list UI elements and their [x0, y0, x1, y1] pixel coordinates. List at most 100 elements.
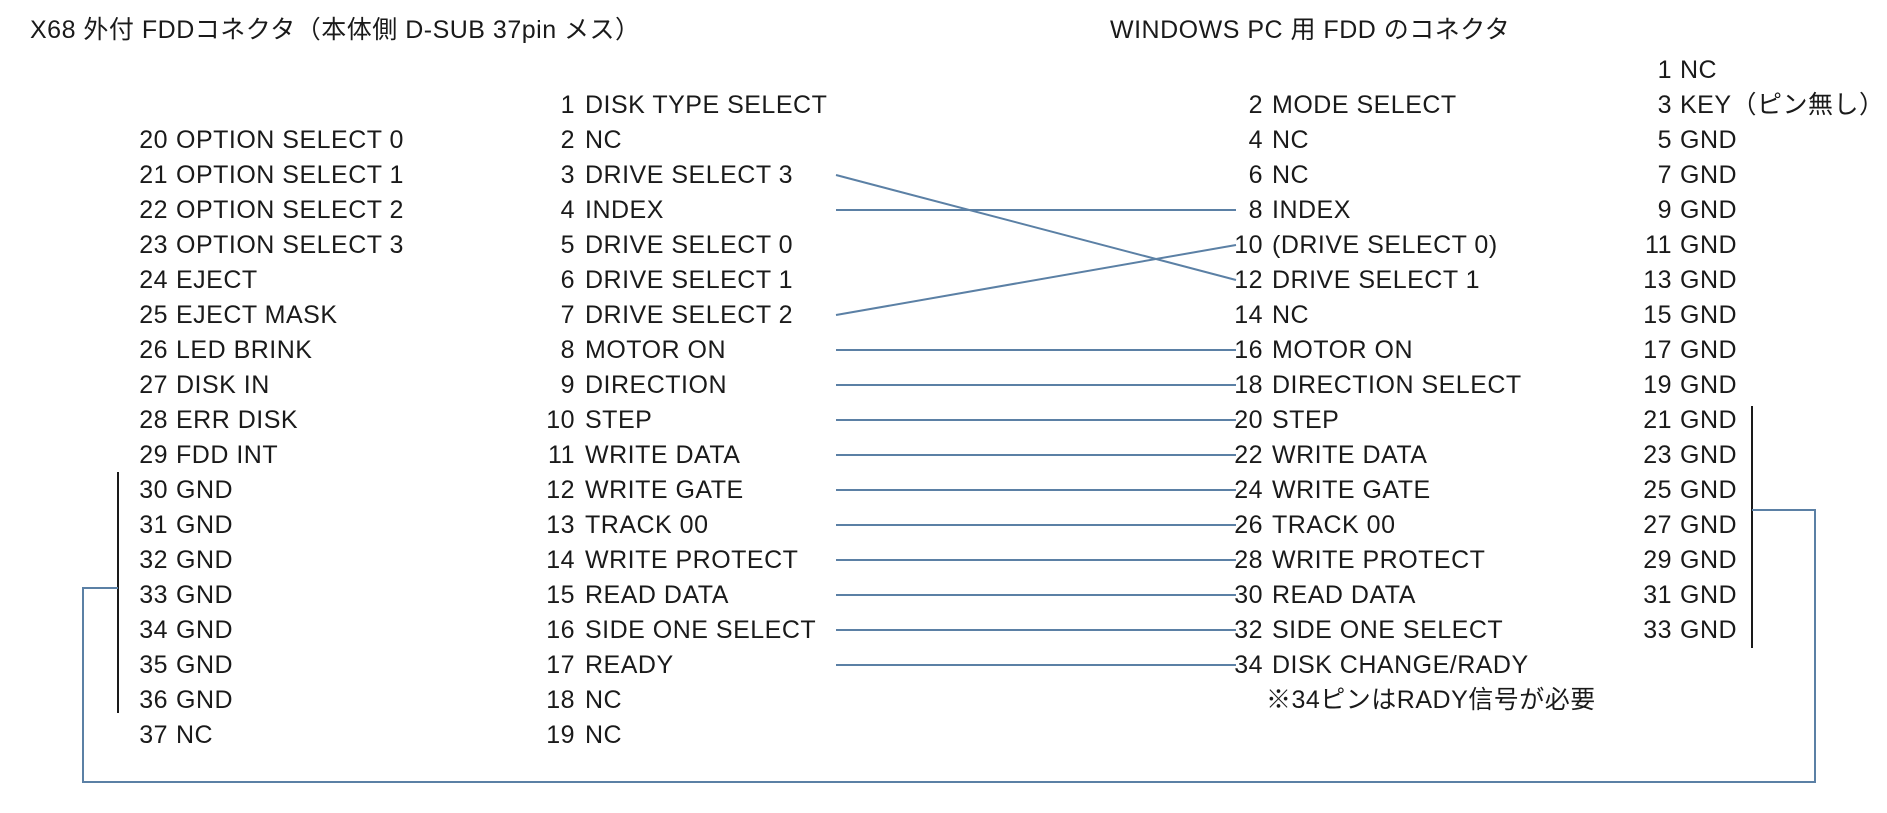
pin-number: 8: [1248, 196, 1263, 224]
pin-label: (DRIVE SELECT 0): [1272, 231, 1498, 259]
pin-number: 35: [139, 651, 168, 679]
pin-label: MOTOR ON: [1272, 336, 1414, 364]
pin-label: GND: [1680, 441, 1738, 469]
pin-row: 30 GND: [132, 473, 233, 507]
pin-number: 12: [546, 476, 575, 504]
pin-label: GND: [1680, 581, 1738, 609]
pin-row: 6 DRIVE SELECT 1: [535, 263, 793, 297]
pin-number: 1: [1657, 56, 1672, 84]
pin-number: 13: [546, 511, 575, 539]
pin-number: 33: [1643, 616, 1672, 644]
pin-label: GND: [1680, 301, 1738, 329]
pin-number: 31: [1643, 581, 1672, 609]
pin-label: DRIVE SELECT 0: [585, 231, 794, 259]
pin-number: 13: [1643, 266, 1672, 294]
pin-label: GND: [176, 581, 234, 609]
pin-label: NC: [585, 686, 623, 714]
pin-label: DRIVE SELECT 1: [1272, 266, 1481, 294]
pin-number: 26: [1234, 511, 1263, 539]
pin-number: 18: [546, 686, 575, 714]
pin-label: GND: [1680, 161, 1738, 189]
pin-number: 15: [546, 581, 575, 609]
pin-number: 21: [1643, 406, 1672, 434]
pin-label: NC: [1272, 161, 1310, 189]
pin-number: 10: [1234, 231, 1263, 259]
pin-label: GND: [1680, 196, 1738, 224]
pin-label: READ DATA: [585, 581, 729, 609]
pin-label: GND: [1680, 126, 1738, 154]
pin-number: 1: [560, 91, 575, 119]
pin-label: GND: [176, 511, 234, 539]
pin-label: GND: [1680, 476, 1738, 504]
pin-number: 30: [1234, 581, 1263, 609]
pin-number: 11: [548, 441, 575, 469]
pin-label: MODE SELECT: [1272, 91, 1457, 119]
pin-number: 30: [139, 476, 168, 504]
pin-number: 3: [1657, 91, 1672, 119]
pin-label: EJECT: [176, 266, 258, 294]
pin-number: 20: [139, 126, 168, 154]
pin-number: 15: [1643, 301, 1672, 329]
pin-row: 32 SIDE ONE SELECT: [1225, 613, 1503, 647]
pin-number: 14: [1234, 301, 1263, 329]
pin-number: 17: [546, 651, 575, 679]
x68-connector-title: X68 外付 FDDコネクタ（本体側 D-SUB 37pin メス）: [30, 16, 641, 44]
pin-label: ERR DISK: [176, 406, 299, 434]
pin-label: OPTION SELECT 0: [176, 126, 404, 154]
pin-number: 6: [560, 266, 575, 294]
gnd-link-wire: [82, 509, 1816, 783]
pin-label: DRIVE SELECT 1: [585, 266, 794, 294]
pin-label: SIDE ONE SELECT: [1272, 616, 1504, 644]
pin-label: DIRECTION SELECT: [1272, 371, 1522, 399]
pin-label: GND: [176, 616, 234, 644]
pin-label: DISK IN: [176, 371, 270, 399]
signal-wire-7-to-10: [835, 244, 1237, 316]
pin-number: 28: [1234, 546, 1263, 574]
pin-label: INDEX: [1272, 196, 1351, 224]
pin-label: GND: [176, 476, 234, 504]
pin-label: GND: [1680, 371, 1738, 399]
pin-number: 11: [1645, 231, 1672, 259]
pin-number: 37: [139, 721, 168, 749]
pin-number: 9: [1657, 196, 1672, 224]
pin-label: WRITE GATE: [1272, 476, 1431, 504]
pin-row: 31 GND: [1638, 578, 1737, 612]
pin-number: 5: [1657, 126, 1672, 154]
pin-number: 22: [1234, 441, 1263, 469]
pin-label: READ DATA: [1272, 581, 1416, 609]
pin-row: 9 GND: [1638, 193, 1737, 227]
pin-number: 4: [1248, 126, 1263, 154]
pin-number: 32: [1234, 616, 1263, 644]
pin-row: 5 DRIVE SELECT 0: [535, 228, 793, 262]
pin-number: 5: [560, 231, 575, 259]
pin-number: 32: [139, 546, 168, 574]
